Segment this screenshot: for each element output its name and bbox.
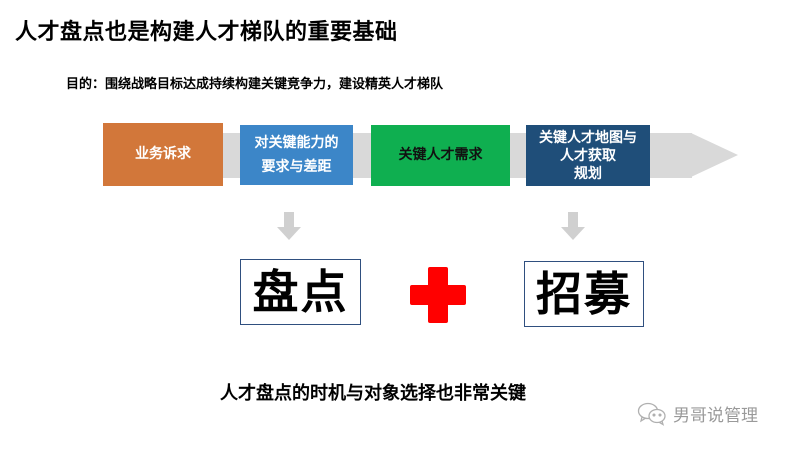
watermark: 男哥说管理 [637,401,758,426]
outcome-inventory-box: 盘点 [240,259,361,325]
purpose-statement: 目的：围绕战略目标达成持续构建关键竞争力，建设精英人才梯队 [66,77,444,92]
watermark-text: 男哥说管理 [673,406,758,426]
wechat-icon [637,402,667,426]
step-label: 业务诉求 [135,146,191,162]
outcome-label: 招募 [536,267,632,321]
down-arrow-icon [561,212,585,242]
step-label: 对关键能力的 要求与差距 [254,135,339,175]
outcome-recruitment-box: 招募 [524,261,644,327]
step-label: 关键人才需求 [398,147,483,163]
footer-subtitle: 人才盘点的时机与对象选择也非常关键 [220,383,526,404]
step-talent-map-acquisition: 关键人才地图与 人才获取 规划 [526,125,650,186]
step-label: 关键人才地图与 人才获取 规划 [539,129,637,182]
step-business-demand: 业务诉求 [103,123,223,186]
step-key-capability-gap: 对关键能力的 要求与差距 [240,125,353,185]
page-title: 人才盘点也是构建人才梯队的重要基础 [15,20,398,45]
step-key-talent-demand: 关键人才需求 [371,125,510,186]
outcome-label: 盘点 [252,265,349,319]
down-arrow-icon [277,212,301,242]
process-arrow-head-icon [691,133,738,177]
plus-icon [410,267,466,323]
